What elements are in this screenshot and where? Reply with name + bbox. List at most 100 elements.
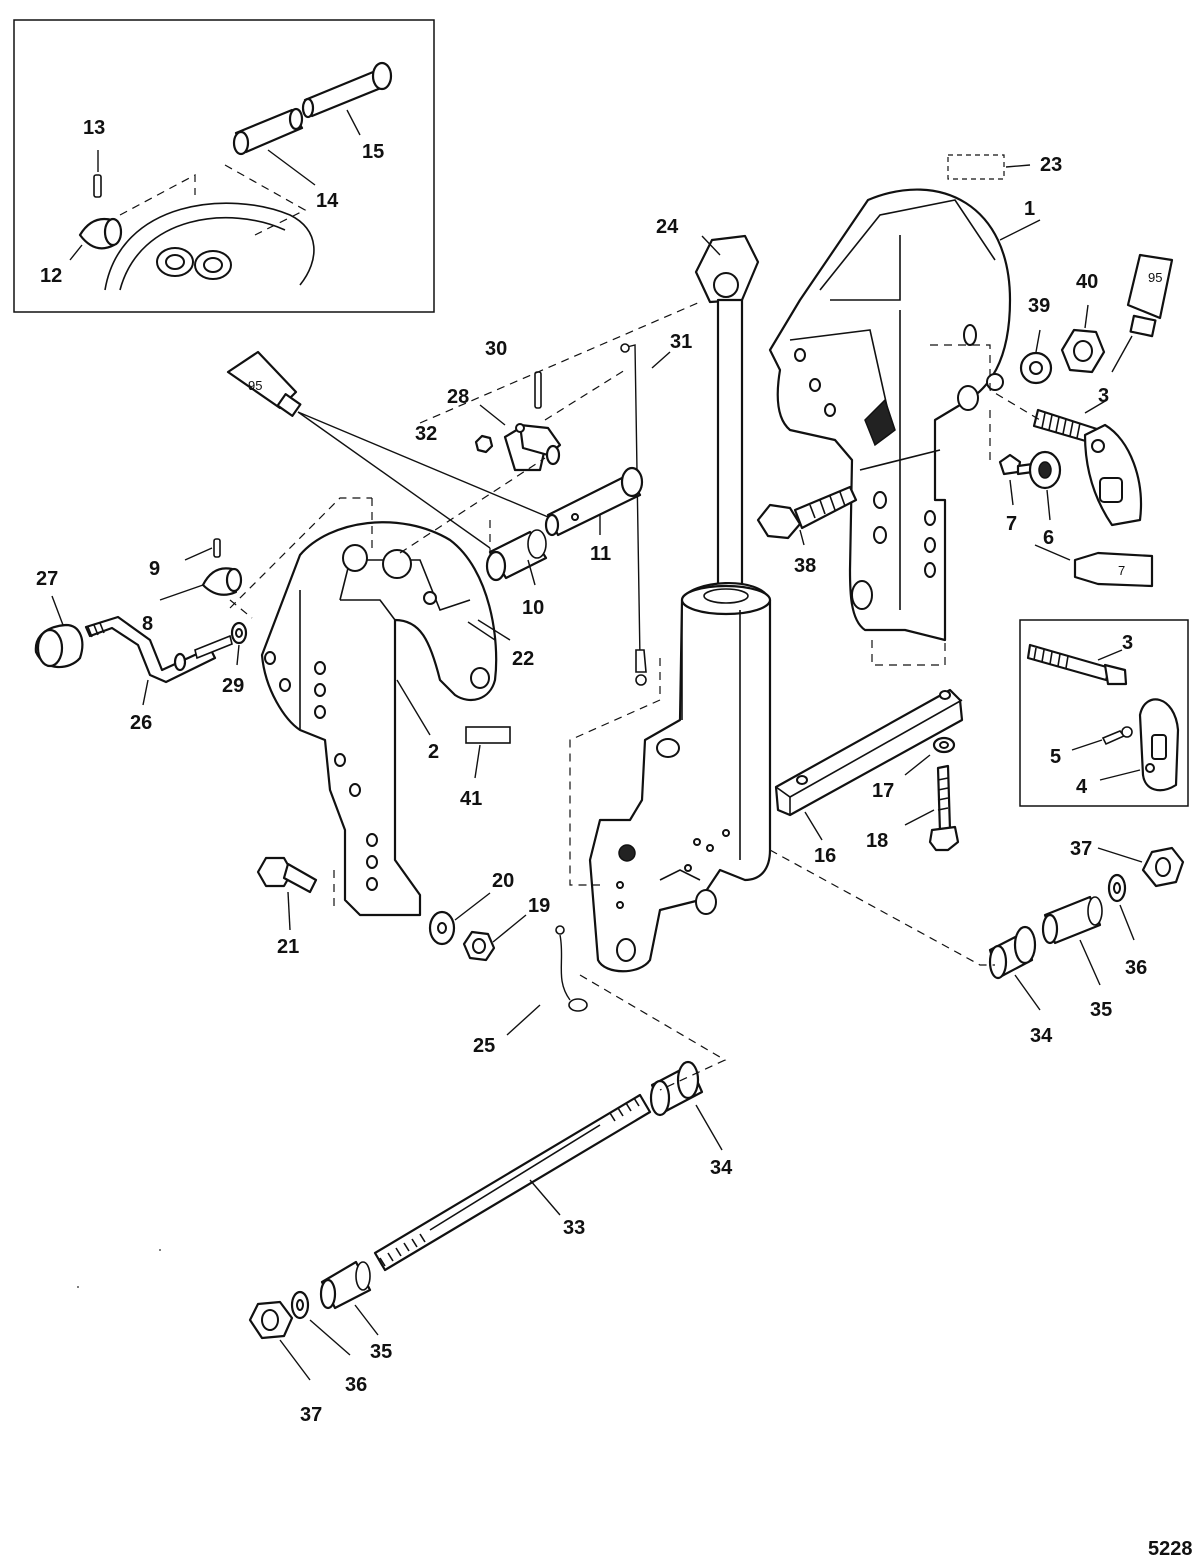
part-34-bushing-right xyxy=(988,925,1037,980)
part-29-washer xyxy=(230,621,248,645)
part-36-washer-bottom xyxy=(290,1290,310,1320)
callout-7: 7 xyxy=(1006,513,1017,535)
part-8-cap xyxy=(201,567,243,596)
callout-35-bottom: 35 xyxy=(370,1341,392,1363)
callout-26: 26 xyxy=(130,712,152,734)
part-15-pin xyxy=(301,61,393,119)
callout-32: 32 xyxy=(415,423,437,445)
tube-7-label: 7 xyxy=(1118,563,1125,578)
part-26-tilt-crank xyxy=(84,615,233,684)
drawing-number: 5228 xyxy=(1148,1538,1193,1560)
part-13-roll-pin xyxy=(93,174,102,198)
callout-41: 41 xyxy=(460,788,482,810)
callout-38: 38 xyxy=(794,555,816,577)
callout-10: 10 xyxy=(522,597,544,619)
tube-right-label: 95 xyxy=(1148,270,1162,285)
callout-37-right: 37 xyxy=(1070,838,1092,860)
callout-3-inset: 3 xyxy=(1122,632,1133,654)
callout-37-bottom: 37 xyxy=(300,1404,322,1426)
part-32-nut xyxy=(474,434,494,454)
part-25-lanyard xyxy=(555,925,588,1012)
callout-18: 18 xyxy=(866,830,888,852)
part-17-washer xyxy=(932,736,956,754)
callout-22: 22 xyxy=(512,648,534,670)
callout-15: 15 xyxy=(362,141,384,163)
part-11-tilt-pin xyxy=(544,466,644,537)
lubricant-tube-95-right: 95 xyxy=(1126,253,1174,338)
inset-pin-detail xyxy=(13,19,435,313)
callout-23: 23 xyxy=(1040,154,1062,176)
part-24-tilt-tube xyxy=(694,234,760,602)
part-20-washer xyxy=(428,910,456,946)
part-30-cotter-pin xyxy=(534,371,542,409)
part-1-starboard-bracket xyxy=(768,188,1012,642)
callout-29: 29 xyxy=(222,675,244,697)
part-6-cap xyxy=(1028,450,1062,490)
callout-14: 14 xyxy=(316,190,339,212)
part-9-roll-pin xyxy=(213,538,221,558)
part-37-locknut-right xyxy=(1141,846,1185,888)
lubricant-tube-95-left: 95 xyxy=(226,350,302,417)
part-41-decal xyxy=(465,726,511,744)
part-27-knob xyxy=(34,623,84,669)
callout-13: 13 xyxy=(83,117,105,139)
part-35-bushing-right xyxy=(1041,895,1103,945)
callout-39: 39 xyxy=(1028,295,1050,317)
tube-left-label: 95 xyxy=(248,378,262,393)
callout-12: 12 xyxy=(40,265,62,287)
part-28-bracket xyxy=(503,423,562,472)
callout-34-bottom: 34 xyxy=(710,1157,733,1179)
callout-31: 31 xyxy=(670,331,692,353)
part-31-lanyard xyxy=(620,343,647,686)
callout-28: 28 xyxy=(447,386,469,408)
inset-tilt-lock-detail xyxy=(1019,619,1189,807)
lubricant-tube-7: 7 xyxy=(1073,551,1154,588)
part-14-sleeve xyxy=(232,107,304,156)
part-39-washer xyxy=(1019,351,1053,385)
part-23-decal xyxy=(947,154,1005,180)
callout-21: 21 xyxy=(277,936,299,958)
callout-25: 25 xyxy=(473,1035,495,1057)
part-3-tilt-lock-lever xyxy=(1032,408,1142,527)
callout-36-right: 36 xyxy=(1125,957,1147,979)
part-18-bolt xyxy=(928,764,960,852)
part-21-bolt xyxy=(256,856,318,894)
part-19-locknut xyxy=(462,930,496,962)
callout-17: 17 xyxy=(872,780,894,802)
callout-36-bottom: 36 xyxy=(345,1374,367,1396)
callout-labels: 1 2 3 3 4 5 6 7 8 9 10 11 12 13 14 15 16… xyxy=(36,117,1147,1426)
speck xyxy=(77,1286,79,1288)
part-35-bushing-bottom xyxy=(319,1260,372,1310)
callout-9: 9 xyxy=(149,558,160,580)
callout-11: 11 xyxy=(590,543,611,565)
part-37-locknut-bottom xyxy=(248,1300,294,1340)
callout-35-right: 35 xyxy=(1090,999,1112,1021)
part-16-tilt-lock-bar xyxy=(774,688,964,817)
callout-19: 19 xyxy=(528,895,550,917)
callout-6: 6 xyxy=(1043,527,1054,549)
speck xyxy=(159,1249,161,1251)
inset-frame-2 xyxy=(1019,619,1189,807)
part-38-bolt xyxy=(756,485,858,540)
callout-3: 3 xyxy=(1098,385,1109,407)
callout-24: 24 xyxy=(656,216,679,238)
callout-20: 20 xyxy=(492,870,514,892)
clamp-housing xyxy=(588,581,772,973)
callout-5: 5 xyxy=(1050,746,1061,768)
callout-16: 16 xyxy=(814,845,836,867)
callout-2: 2 xyxy=(428,741,439,763)
callout-1: 1 xyxy=(1024,198,1035,220)
part-12-cap xyxy=(78,217,123,250)
callout-27: 27 xyxy=(36,568,58,590)
callout-8: 8 xyxy=(142,613,153,635)
inset-frame xyxy=(13,19,435,313)
part-33-tilt-tube xyxy=(373,1093,652,1272)
callout-30: 30 xyxy=(485,338,507,360)
callout-34-right: 34 xyxy=(1030,1025,1053,1047)
callout-4: 4 xyxy=(1076,776,1088,798)
callout-40: 40 xyxy=(1076,271,1098,293)
part-2-port-bracket xyxy=(260,521,498,917)
part-40-locknut xyxy=(1060,328,1106,374)
part-36-washer-right xyxy=(1107,873,1127,903)
